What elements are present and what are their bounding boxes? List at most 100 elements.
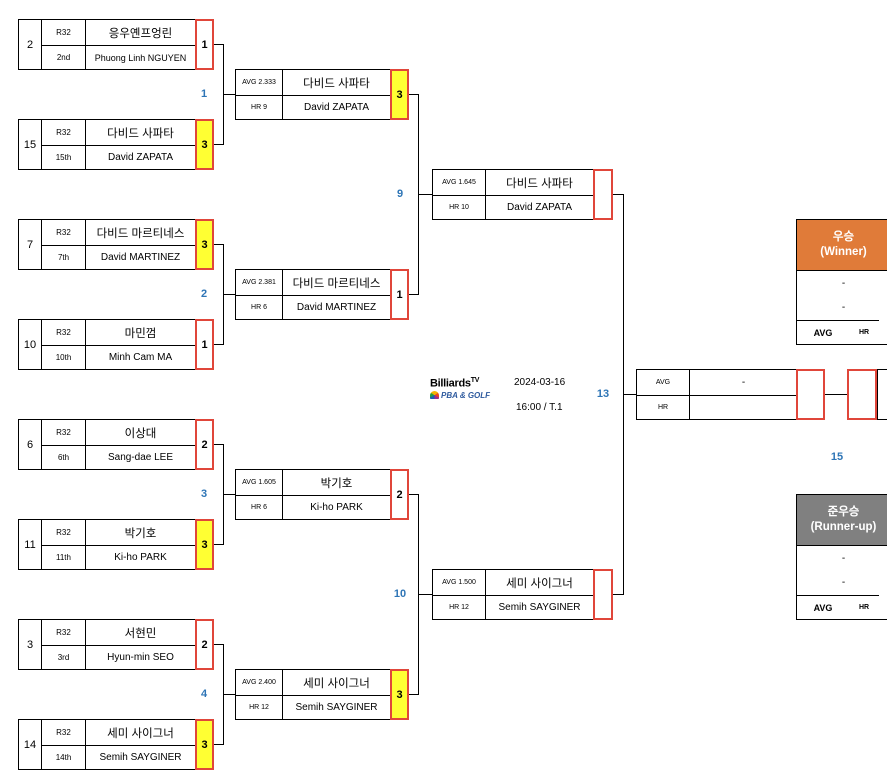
bracket-connector bbox=[409, 494, 419, 495]
match-number: 15 bbox=[830, 451, 844, 463]
player-name: - bbox=[689, 370, 797, 395]
player-name-korean: 박기호 bbox=[282, 470, 390, 495]
winner-high-run-label: HR bbox=[849, 320, 879, 344]
match-score: 1 bbox=[390, 269, 409, 320]
r32-player-card[interactable]: 6 R32 6th 이상대 Sang-dae LEE bbox=[18, 419, 196, 470]
bracket-connector bbox=[214, 144, 224, 145]
player-name-english bbox=[689, 395, 797, 419]
match-score: 3 bbox=[390, 69, 409, 120]
player-average: AVG 1.645 bbox=[442, 179, 476, 186]
runner-up-average-label: AVG bbox=[797, 595, 849, 619]
bracket-connector bbox=[223, 44, 224, 145]
match-score: 3 bbox=[195, 119, 214, 170]
bracket-connector bbox=[419, 194, 432, 195]
bracket-connector bbox=[224, 294, 235, 295]
qf-player-card[interactable]: AVG 1.645 HR 10 다비드 사파타 David ZAPATA bbox=[432, 169, 594, 220]
player-name-english: Sang-dae LEE bbox=[85, 445, 195, 469]
logo-subtext: PBA & GOLF bbox=[441, 390, 491, 400]
bracket-connector bbox=[214, 644, 224, 645]
match-score bbox=[796, 369, 825, 420]
round-label: R32 bbox=[41, 320, 85, 345]
r16-player-card[interactable]: AVG 2.400 HR 12 세미 사이그너 Semih SAYGINER bbox=[235, 669, 391, 720]
r16-player-card[interactable]: AVG 1.605 HR 6 박기호 Ki-ho PARK bbox=[235, 469, 391, 520]
bracket-connector bbox=[624, 394, 636, 395]
final-player-card[interactable]: AVG HR - bbox=[636, 369, 798, 420]
round-label: R32 bbox=[41, 720, 85, 745]
player-name-english: Semih SAYGINER bbox=[485, 595, 593, 619]
r32-player-card[interactable]: 7 R32 7th 다비드 마르티네스 David MARTINEZ bbox=[18, 219, 196, 270]
winner-average-label: AVG bbox=[797, 320, 849, 344]
round-label: R32 bbox=[41, 420, 85, 445]
r32-player-card[interactable]: 10 R32 10th 마민껌 Minh Cam MA bbox=[18, 319, 196, 370]
match-number: 2 bbox=[200, 288, 208, 300]
match-score bbox=[847, 369, 877, 420]
player-average: AVG 1.605 bbox=[242, 479, 276, 486]
bracket-connector bbox=[409, 294, 419, 295]
event-time-table: 16:00 / T.1 bbox=[516, 402, 563, 413]
winner-title-korean: 우승 bbox=[832, 231, 855, 243]
match-number: 10 bbox=[393, 588, 407, 600]
player-high-run: HR 6 bbox=[236, 295, 282, 319]
winner-panel: 우승 (Winner) - - AVG HR bbox=[796, 219, 887, 345]
player-name-korean: 응우옌프엉린 bbox=[85, 20, 195, 45]
match-score: 1 bbox=[195, 19, 214, 70]
player-high-run: HR 6 bbox=[236, 495, 282, 519]
player-name-korean: 박기호 bbox=[85, 520, 195, 545]
runner-up-header: 준우승 (Runner-up) bbox=[797, 495, 887, 545]
seed-number: 6 bbox=[26, 438, 34, 451]
player-name-korean: 세미 사이그너 bbox=[485, 570, 593, 595]
seed-number: 7 bbox=[26, 238, 34, 251]
billiards-tv-logo: BilliardsTV PBA & GOLF bbox=[430, 377, 506, 411]
r16-player-card[interactable]: AVG 2.381 HR 6 다비드 마르티네스 David MARTINEZ bbox=[235, 269, 391, 320]
bracket-connector bbox=[223, 644, 224, 745]
bracket-connector bbox=[409, 94, 419, 95]
player-name-korean: 다비드 마르티네스 bbox=[85, 220, 195, 245]
event-date: 2024-03-16 bbox=[514, 377, 566, 388]
round-label: R32 bbox=[41, 120, 85, 145]
r32-player-card[interactable]: 14 R32 14th 세미 사이그너 Semih SAYGINER bbox=[18, 719, 196, 770]
player-name-korean: 다비드 사파타 bbox=[282, 70, 390, 95]
rank-label: 10th bbox=[41, 345, 85, 369]
player-name-english: Ki-ho PARK bbox=[85, 545, 195, 569]
seed-number: 2 bbox=[26, 38, 34, 51]
player-high-run: HR 9 bbox=[236, 95, 282, 119]
player-name-english: Phuong Linh NGUYEN bbox=[85, 45, 195, 69]
winner-title-english: (Winner) bbox=[820, 246, 867, 258]
seed-number: 14 bbox=[23, 738, 37, 751]
match-number: 1 bbox=[200, 88, 208, 100]
match-score: 3 bbox=[195, 219, 214, 270]
bracket-connector bbox=[223, 244, 224, 345]
rank-label: 6th bbox=[41, 445, 85, 469]
match-score: 3 bbox=[195, 519, 214, 570]
bracket-connector bbox=[409, 694, 419, 695]
player-name-english: David MARTINEZ bbox=[85, 245, 195, 269]
r16-player-card[interactable]: AVG 2.333 HR 9 다비드 사파타 David ZAPATA bbox=[235, 69, 391, 120]
r32-player-card[interactable]: 11 R32 11th 박기호 Ki-ho PARK bbox=[18, 519, 196, 570]
bracket-connector bbox=[418, 494, 419, 695]
player-high-run: HR 10 bbox=[433, 195, 485, 219]
match-score: 1 bbox=[195, 319, 214, 370]
match-score bbox=[593, 169, 613, 220]
final-player-card[interactable] bbox=[877, 369, 887, 420]
round-label: R32 bbox=[41, 20, 85, 45]
r32-player-card[interactable]: 2 R32 2nd 응우옌프엉린 Phuong Linh NGUYEN bbox=[18, 19, 196, 70]
bracket-connector bbox=[214, 544, 224, 545]
player-average: AVG 2.400 bbox=[242, 679, 276, 686]
r32-player-card[interactable]: 15 R32 15th 다비드 사파타 David ZAPATA bbox=[18, 119, 196, 170]
runner-up-title-korean: 준우승 bbox=[827, 506, 860, 518]
bracket-connector bbox=[223, 444, 224, 545]
player-average: AVG 2.381 bbox=[242, 279, 276, 286]
bracket-connector bbox=[613, 594, 624, 595]
player-average: AVG 2.333 bbox=[242, 79, 276, 86]
rank-label: 3rd bbox=[41, 645, 85, 669]
rank-label: 7th bbox=[41, 245, 85, 269]
match-score: 3 bbox=[390, 669, 409, 720]
player-name-korean: 이상대 bbox=[85, 420, 195, 445]
r32-player-card[interactable]: 3 R32 3rd 서현민 Hyun-min SEO bbox=[18, 619, 196, 670]
match-number: 4 bbox=[200, 688, 208, 700]
rank-label: 11th bbox=[41, 545, 85, 569]
bracket-connector bbox=[224, 494, 235, 495]
qf-player-card[interactable]: AVG 1.500 HR 12 세미 사이그너 Semih SAYGINER bbox=[432, 569, 594, 620]
winner-name-english: - bbox=[841, 302, 846, 313]
match-score: 3 bbox=[195, 719, 214, 770]
